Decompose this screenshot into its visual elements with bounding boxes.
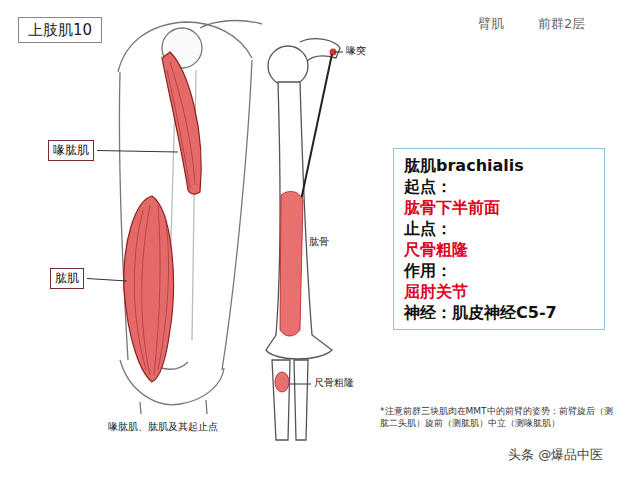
elbow-outline [120,360,224,405]
brachialis-insertion [275,372,289,392]
node-text: 肱骨下半前面 [404,197,592,218]
part-label: 肱骨 [309,236,329,248]
leader-line [97,151,178,153]
node-text: 止点： [404,218,592,239]
section-label: 臂肌 [478,16,504,32]
arm-outline [222,60,252,370]
shoulder-outline [118,22,252,72]
part-label: 尺骨粗隆 [314,377,354,389]
leader-line [334,52,343,53]
muscle-fibers [134,205,168,375]
slide-title: 上肢肌10 [18,17,102,43]
note: *注意前群三块肌肉在MMT中的前臂的姿势：前臂旋后（测肱二头肌）旋前（测肱肌）中… [380,405,618,429]
leader-lines [87,151,178,282]
watermark: 头条 @爆品中医 [508,447,603,463]
muscle-fibers [167,62,195,188]
humerus [266,82,332,359]
ulna [272,360,290,440]
node-text: 尺骨粗隆 [404,239,592,260]
leader-line [87,279,127,282]
radius [294,360,308,440]
node-text: 喙肱肌 [53,142,89,159]
info-panel: 肱肌brachialis起点：肱骨下半前面止点：尺骨粗隆作用：屈肘关节神经：肌皮… [393,148,605,330]
node-text: 起点： [404,176,592,197]
forearm-outline [140,400,207,414]
figure-caption: 喙肱肌、肱肌及其起止点 [108,421,218,433]
leader-line [290,384,311,385]
coracobrachialis-line [300,54,332,205]
left-arm-figure [118,21,262,414]
coracobrachialis-muscle [162,52,201,194]
section-label: 前群2层 [538,16,585,32]
clavicle [200,21,262,28]
part-label: 喙突 [346,45,366,57]
node-text: 神经：肌皮神经C5-7 [404,302,592,323]
node-text: 屈肘关节 [404,281,592,302]
muscle-label-box: 喙肱肌 [48,140,94,161]
node-text: 作用： [404,260,592,281]
panel-heading: 肱肌brachialis [404,155,592,176]
humerus-head [268,46,308,86]
node-text: 肱肌 [55,270,79,287]
brachialis-origin [280,191,303,336]
brachialis-muscle [124,196,174,382]
muscle-label-box: 肱肌 [50,268,84,289]
